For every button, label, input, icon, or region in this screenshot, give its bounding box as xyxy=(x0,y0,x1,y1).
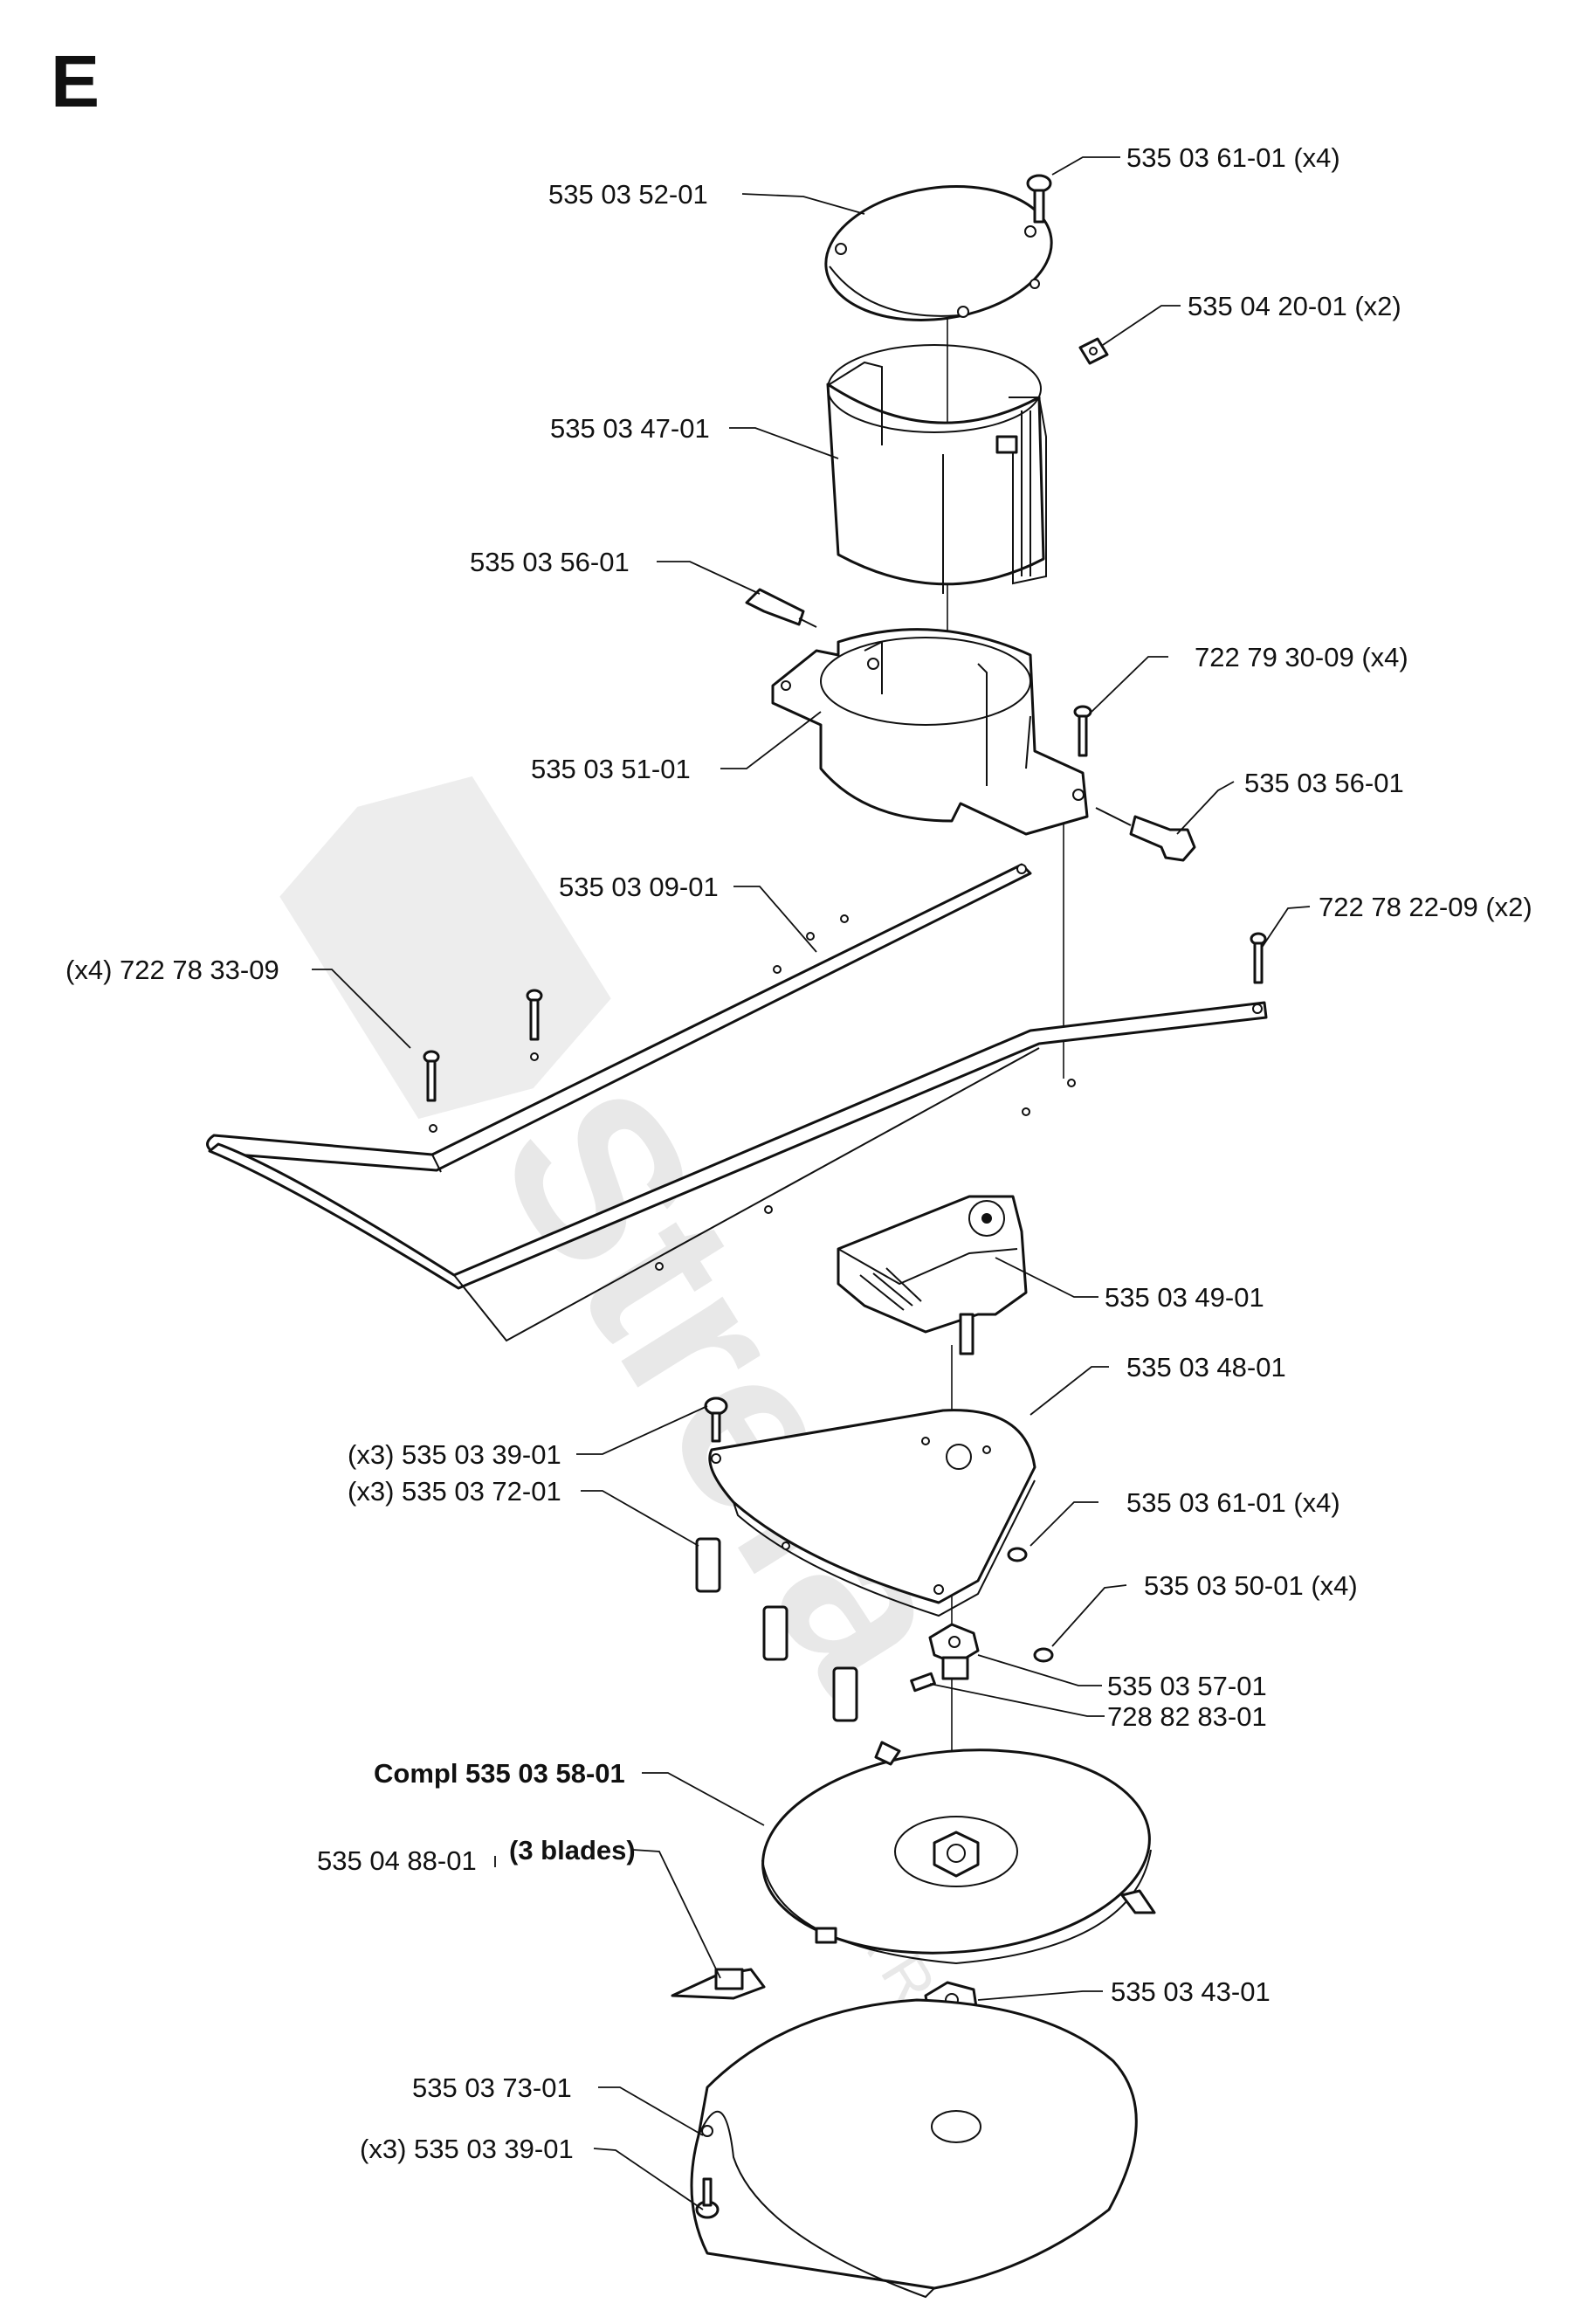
motor-plate xyxy=(708,1409,1036,1617)
label-set-screw: 728 82 83-01 xyxy=(1107,1701,1267,1732)
label-bracket: 535 03 51-01 xyxy=(531,754,691,784)
screw-bracket xyxy=(1073,705,1092,757)
bolt-right xyxy=(1095,807,1196,862)
square-nut xyxy=(1078,337,1109,365)
blade xyxy=(671,1968,766,2000)
label-cover-plate: 535 03 52-01 xyxy=(548,179,708,210)
motor-housing xyxy=(826,344,1047,594)
screw-plate-right xyxy=(1007,1547,1028,1562)
label-blade-count: (3 blades) xyxy=(509,1835,636,1865)
watermark-brand: Strefa xyxy=(451,1046,1008,1727)
label-bolt-right: 535 03 56-01 xyxy=(1244,768,1404,798)
label-screw-plate: (x3) 535 03 39-01 xyxy=(348,1439,561,1470)
label-screw-plate-lower: 535 03 50-01 (x4) xyxy=(1144,1570,1358,1601)
cover-plate xyxy=(824,185,1053,321)
label-bolt-left: 535 03 56-01 xyxy=(470,547,630,577)
screw-rod-right xyxy=(1250,932,1267,984)
blade-disc xyxy=(761,1741,1156,1965)
label-screw-bracket: 722 79 30-09 (x4) xyxy=(1195,642,1408,672)
mounting-bracket xyxy=(771,628,1089,836)
label-motor-housing: 535 03 47-01 xyxy=(550,413,710,444)
label-nut: 535 03 43-01 xyxy=(1111,1976,1271,2007)
leader-lines xyxy=(312,156,1311,2210)
label-square-nut: 535 04 20-01 (x2) xyxy=(1188,291,1401,321)
label-guard: 535 03 73-01 xyxy=(412,2072,572,2103)
guard xyxy=(690,1998,1138,2299)
label-screw-guard: (x3) 535 03 39-01 xyxy=(360,2134,574,2164)
bolt-left xyxy=(745,588,817,628)
screw-top xyxy=(1026,174,1052,224)
label-screw-plate-right: 535 03 61-01 (x4) xyxy=(1126,1487,1340,1518)
part-labels: 535 03 52-01 535 03 61-01 (x4) 535 04 20… xyxy=(65,142,1532,2164)
label-blade-disc: Compl 535 03 58-01 xyxy=(374,1758,625,1789)
handle-rod xyxy=(206,863,1268,1342)
screw-guard xyxy=(695,2177,720,2219)
label-hub: 535 03 57-01 xyxy=(1107,1671,1267,1701)
label-screw-rod-right: 722 78 22-09 (x2) xyxy=(1319,892,1532,922)
section-letter: E xyxy=(51,40,100,122)
motor xyxy=(837,1195,1028,1355)
label-spacer: (x3) 535 03 72-01 xyxy=(348,1476,561,1507)
spacers xyxy=(695,1537,858,1722)
label-blade-part: 535 04 88-01 xyxy=(317,1845,477,1876)
screw-plate-lower xyxy=(1033,1647,1054,1663)
label-handle-rod: 535 03 09-01 xyxy=(559,872,719,902)
label-motor: 535 03 49-01 xyxy=(1105,1282,1264,1313)
hub xyxy=(928,1623,980,1680)
label-screw-top: 535 03 61-01 (x4) xyxy=(1126,142,1340,173)
label-motor-plate: 535 03 48-01 xyxy=(1126,1352,1286,1383)
set-screw xyxy=(910,1672,936,1693)
screw-rod-left xyxy=(423,989,543,1102)
watermark-logo-icon xyxy=(279,776,611,1120)
label-screw-rod-left: (x4) 722 78 33-09 xyxy=(65,955,279,985)
